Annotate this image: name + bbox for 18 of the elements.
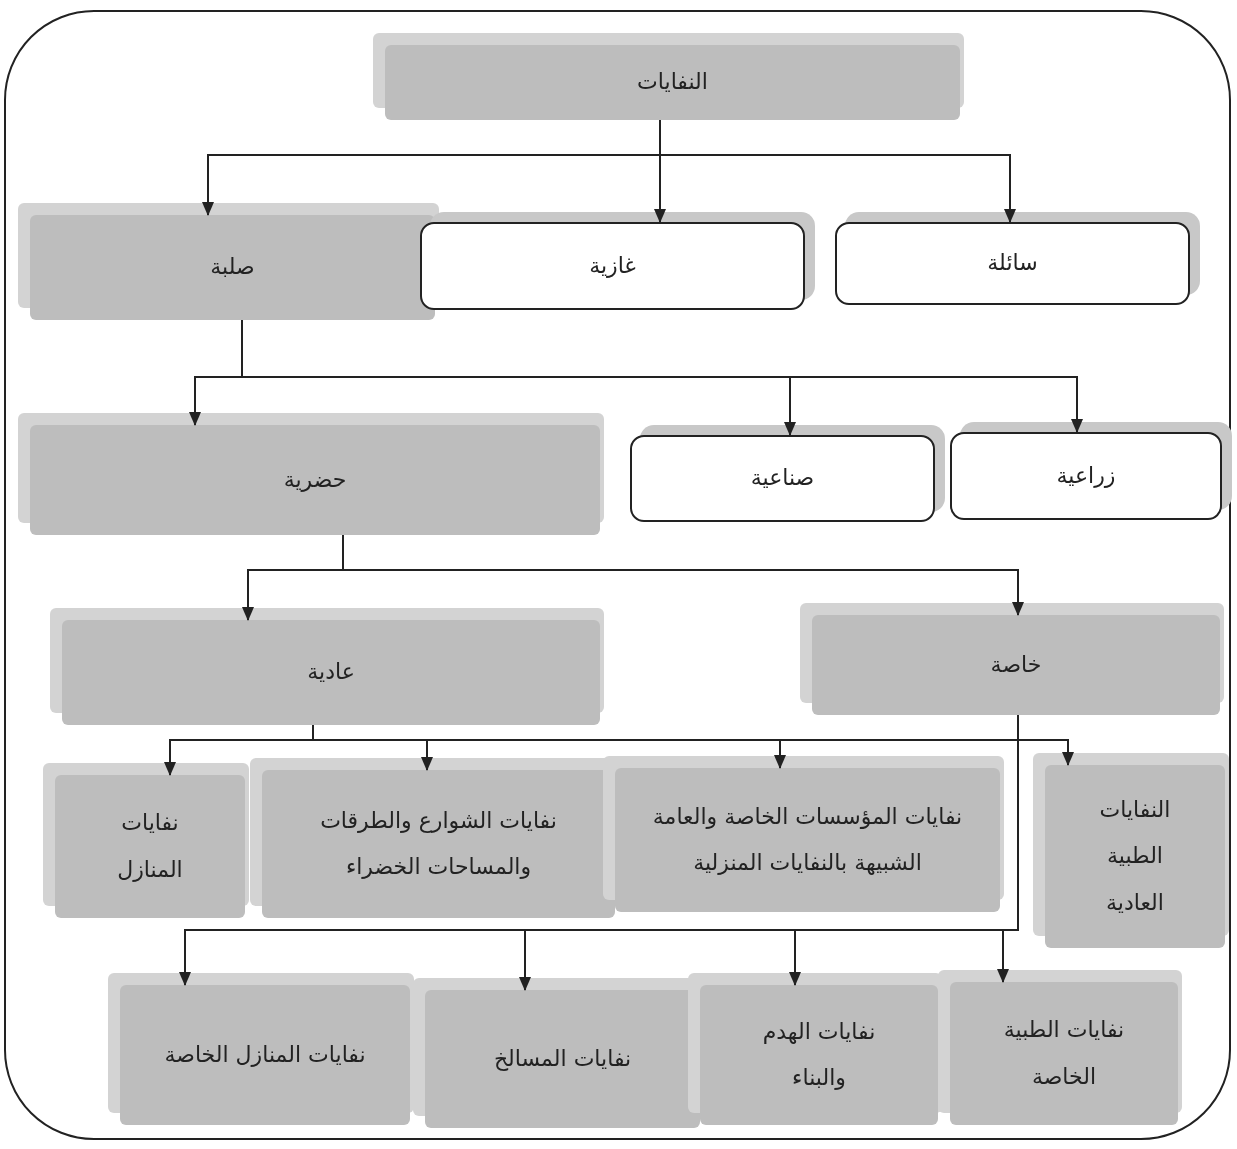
category-label: زراعية — [1056, 461, 1116, 490]
category-label: النفايات الطبية العادية — [1098, 796, 1172, 917]
category-label: نفايات الهدم والبناء — [761, 1017, 877, 1092]
category-label: نفايات المنازل — [116, 809, 184, 884]
category-label: خاصة — [990, 650, 1042, 679]
category-label: نفايات المنازل الخاصة — [164, 1040, 366, 1069]
category-label: سائلة — [987, 249, 1038, 278]
category-label: صناعية — [750, 464, 815, 493]
category-label: صلبة — [210, 253, 255, 282]
category-label: نفايات الطبية الخاصة — [1002, 1016, 1126, 1091]
category-label: نفايات المسالخ — [493, 1044, 632, 1073]
category-label: عادية — [307, 658, 355, 687]
category-label: نفايات المؤسسات الخاصة والعامة الشبيهة بالنفايات المنزلية — [651, 802, 964, 877]
category-label: غازية — [589, 251, 636, 280]
connector-arrow — [997, 714, 1019, 983]
category-label: نفايات الشوارع والطرقات والمساحات الخضراء — [319, 806, 558, 881]
category-label: النفايات — [637, 68, 708, 97]
category-label: حضرية — [283, 465, 347, 494]
